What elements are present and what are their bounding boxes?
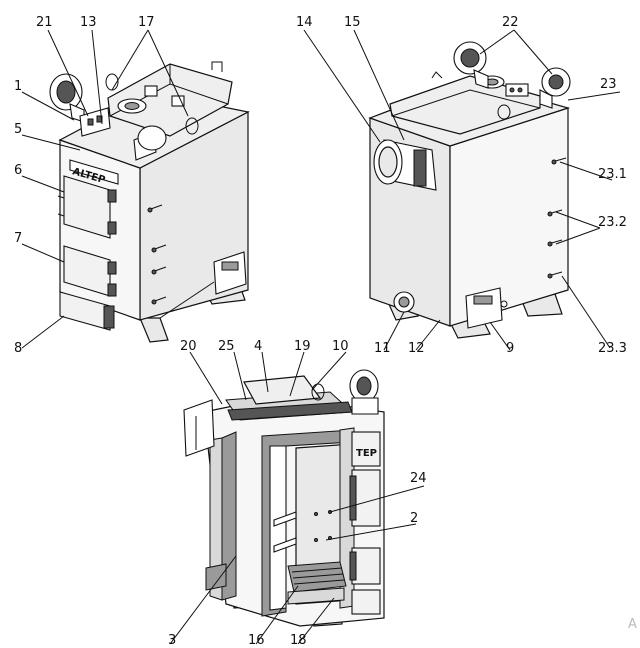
label-18: 18 — [290, 633, 307, 648]
label-1: 1 — [14, 79, 22, 94]
boiler-front-view: ALTEP — [49, 61, 250, 343]
label-20: 20 — [180, 339, 197, 354]
boiler-section-view: TEP — [183, 369, 385, 627]
label-23-2: 23.2 — [598, 215, 627, 230]
label-13: 13 — [80, 15, 97, 30]
label-22: 22 — [502, 15, 519, 30]
fan-icon — [539, 67, 571, 109]
label-15: 15 — [344, 15, 361, 30]
label-10: 10 — [332, 339, 349, 354]
label-6: 6 — [14, 163, 22, 178]
label-12: 12 — [408, 341, 425, 356]
fan-icon — [453, 41, 489, 89]
label-17: 17 — [138, 15, 155, 30]
label-2: 2 — [410, 511, 418, 526]
label-8: 8 — [14, 341, 22, 356]
label-9: 9 — [506, 341, 514, 356]
label-24: 24 — [410, 471, 427, 486]
label-23-1: 23.1 — [598, 167, 627, 182]
label-19: 19 — [294, 339, 311, 354]
watermark-text: A 4 — [628, 617, 640, 632]
label-25: 25 — [218, 339, 235, 354]
fan-icon — [49, 73, 85, 123]
label-21: 21 — [36, 15, 53, 30]
label-16: 16 — [248, 633, 265, 648]
label-4: 4 — [254, 339, 262, 354]
label-23: 23 — [600, 77, 617, 92]
label-11: 11 — [374, 341, 391, 356]
boiler-rear-view — [368, 41, 571, 339]
brand-logo-section: TEP — [356, 448, 377, 459]
label-14: 14 — [296, 15, 313, 30]
label-7: 7 — [14, 231, 22, 246]
callout-labels: 21 13 17 1 5 6 7 8 14 15 22 23 23.1 23.2… — [14, 15, 627, 648]
label-5: 5 — [14, 122, 22, 137]
label-23-3: 23.3 — [598, 341, 627, 356]
label-3: 3 — [168, 633, 176, 648]
fan-icon — [349, 369, 379, 415]
leader-lines — [21, 29, 621, 645]
